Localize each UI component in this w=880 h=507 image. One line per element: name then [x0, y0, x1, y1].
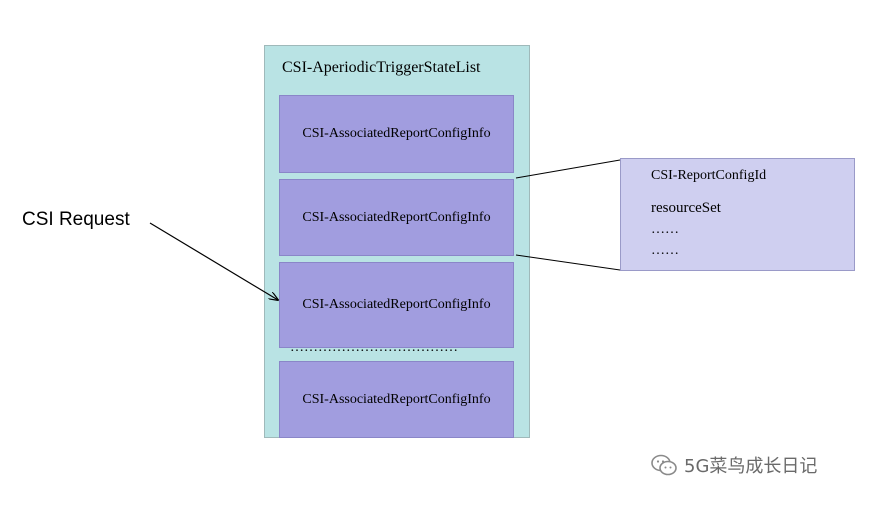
trigger-state-list-title: CSI-AperiodicTriggerStateList: [282, 59, 481, 76]
report-config-label: CSI-AssociatedReportConfigInfo: [302, 209, 491, 225]
detail-line-resource-set: resourceSet: [651, 200, 721, 216]
report-config-box-1: CSI-AssociatedReportConfigInfo: [279, 95, 514, 173]
ellipsis-row: ………………………………: [290, 340, 458, 355]
watermark-text: 5G菜鸟成长日记: [684, 456, 818, 477]
report-config-label: CSI-AssociatedReportConfigInfo: [302, 126, 491, 141]
detail-line-ellipsis-1: ……: [651, 222, 679, 237]
detail-line-ellipsis-2: ……: [651, 243, 679, 258]
report-config-detail-box: [620, 158, 855, 271]
report-config-box-2: CSI-AssociatedReportConfigInfo: [279, 179, 514, 256]
detail-line-report-config-id: CSI-ReportConfigId: [651, 168, 767, 183]
connector-line-bottom: [515, 254, 621, 271]
connector-line-top: [515, 159, 621, 179]
report-config-label: CSI-AssociatedReportConfigInfo: [302, 391, 491, 407]
report-config-box-4: CSI-AssociatedReportConfigInfo: [279, 361, 514, 438]
request-arrow: [149, 222, 278, 300]
csi-request-label: CSI Request: [22, 209, 130, 230]
wechat-icon: [651, 454, 677, 476]
report-config-label: CSI-AssociatedReportConfigInfo: [302, 297, 491, 312]
report-config-box-3: CSI-AssociatedReportConfigInfo: [279, 262, 514, 348]
watermark: 5G菜鸟成长日记: [650, 452, 817, 478]
